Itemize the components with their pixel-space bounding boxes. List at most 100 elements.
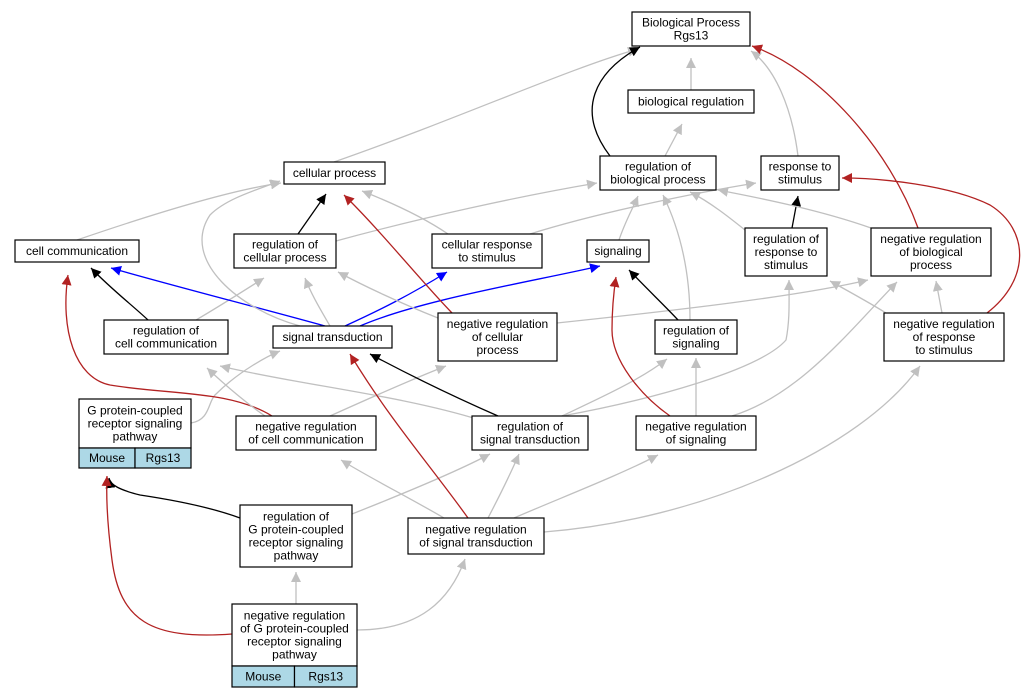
edge-nrgpcr-to-nrst-is-a	[356, 558, 467, 631]
edge-nrsig-to-sig-negatively-regulates	[609, 276, 671, 417]
node-label-line: cell communication	[115, 337, 217, 351]
edge-rst-to-rcc-is-a	[219, 363, 481, 421]
node-cc[interactable]: cell communication	[14, 239, 140, 263]
node-label-line: cell communication	[26, 244, 128, 258]
node-sig[interactable]: signaling	[586, 239, 650, 263]
edge-rrs-to-rts-part-of	[791, 195, 802, 229]
node-label-line: biological regulation	[638, 95, 744, 109]
node-label-line: of signal transduction	[419, 536, 532, 550]
node-label-line: of signaling	[666, 433, 727, 447]
edge-rst-to-rsig-is-a	[561, 358, 668, 417]
edge-nrrs-to-rts-negatively-regulates	[841, 173, 1021, 314]
edge-nrst-to-nrsig-is-a	[513, 454, 659, 519]
edge-rcc-to-rcp-is-a	[195, 277, 265, 321]
edge-nrcc-to-rcc-is-a	[206, 367, 266, 417]
node-label-line: regulation of	[753, 232, 820, 246]
edge-nrst-to-nrrs-is-a	[543, 365, 921, 533]
node-label-line: of response	[913, 330, 976, 344]
node-label-line: negative regulation	[893, 317, 994, 331]
edge-rgpcr-to-gpcr-part-of	[105, 477, 241, 519]
edge-nrbp-to-rbp-is-a	[717, 186, 872, 229]
node-cp[interactable]: cellular process	[283, 161, 386, 185]
node-label-line: negative regulation	[880, 232, 981, 246]
edge-nrst-to-rst-is-a	[487, 453, 520, 519]
node-label-line: Biological Process	[642, 16, 740, 30]
node-box	[231, 603, 358, 667]
gene-badge-label: Rgs13	[308, 670, 343, 684]
node-box	[283, 161, 386, 185]
edge-rts-to-bp-is-a	[750, 50, 799, 157]
gene-badge-cell[interactable]	[134, 447, 192, 469]
node-label-line: regulation of	[133, 324, 200, 338]
edge-nrcc-to-nrcp-is-a	[329, 364, 447, 417]
node-label-line: cellular response	[442, 238, 533, 252]
edge-st-to-crs-positively-regulates	[344, 271, 448, 327]
node-box	[239, 504, 353, 568]
edge-rrs-to-rbp-is-a	[689, 191, 746, 231]
node-box	[870, 227, 992, 277]
node-box	[103, 319, 229, 355]
edge-rbp-to-breg-is-a	[664, 123, 683, 157]
gene-badge-cell[interactable]	[293, 665, 358, 688]
edge-nrrs-to-nrbp-is-a	[932, 280, 943, 314]
edge-rgpcr-to-rst-is-a	[351, 453, 491, 515]
node-label-line: receptor signaling	[247, 635, 342, 649]
node-label-line: process	[910, 258, 952, 272]
node-box	[233, 233, 337, 269]
node-box	[78, 398, 192, 449]
gene-badge-label: Mouse	[245, 670, 281, 684]
node-box	[599, 155, 717, 191]
node-st[interactable]: signal transduction	[272, 325, 393, 349]
node-breg[interactable]: biological regulation	[627, 89, 755, 114]
edge-st-to-cc-positively-regulates	[110, 265, 326, 327]
node-box	[654, 319, 738, 355]
edge-rcc-to-cc-part-of	[90, 267, 149, 321]
node-label-line: to stimulus	[458, 251, 515, 265]
node-label-line: regulation of	[663, 324, 730, 338]
edge-crs-to-cp-is-a	[361, 189, 449, 235]
node-label-line: of cell communication	[248, 433, 363, 447]
edge-rcp-to-rbp-is-a	[335, 179, 598, 242]
node-label-line: regulation of	[625, 160, 692, 174]
node-label-line: pathway	[113, 430, 158, 444]
edge-rbp-to-bp-part-of	[591, 46, 641, 157]
node-box	[760, 155, 840, 191]
edge-nrrs-to-rrs-is-a	[829, 280, 887, 314]
node-label-line: G protein-coupled	[248, 523, 343, 537]
edge-nrst-to-st-negatively-regulates	[349, 353, 469, 519]
edge-rsig-to-rbp-is-a	[662, 194, 691, 321]
node-label-line: negative regulation	[255, 420, 356, 434]
node-box	[14, 239, 140, 263]
node-box	[431, 233, 543, 269]
node-label-line: of biological	[899, 245, 962, 259]
node-box	[586, 239, 650, 263]
node-label-line: stimulus	[778, 173, 822, 187]
edge-nrgpcr-to-gpcr-negatively-regulates	[101, 475, 233, 636]
edge-gpcr-to-st-is-a	[190, 350, 281, 424]
node-box	[471, 415, 589, 451]
node-label-line: receptor signaling	[88, 417, 183, 431]
node-label-line: receptor signaling	[249, 536, 344, 550]
node-label-line: signal transduction	[282, 330, 382, 344]
edge-sig-to-rbp-is-a	[618, 195, 639, 241]
node-label-line: response to	[755, 245, 818, 259]
gene-badge-label: Rgs13	[146, 451, 181, 465]
